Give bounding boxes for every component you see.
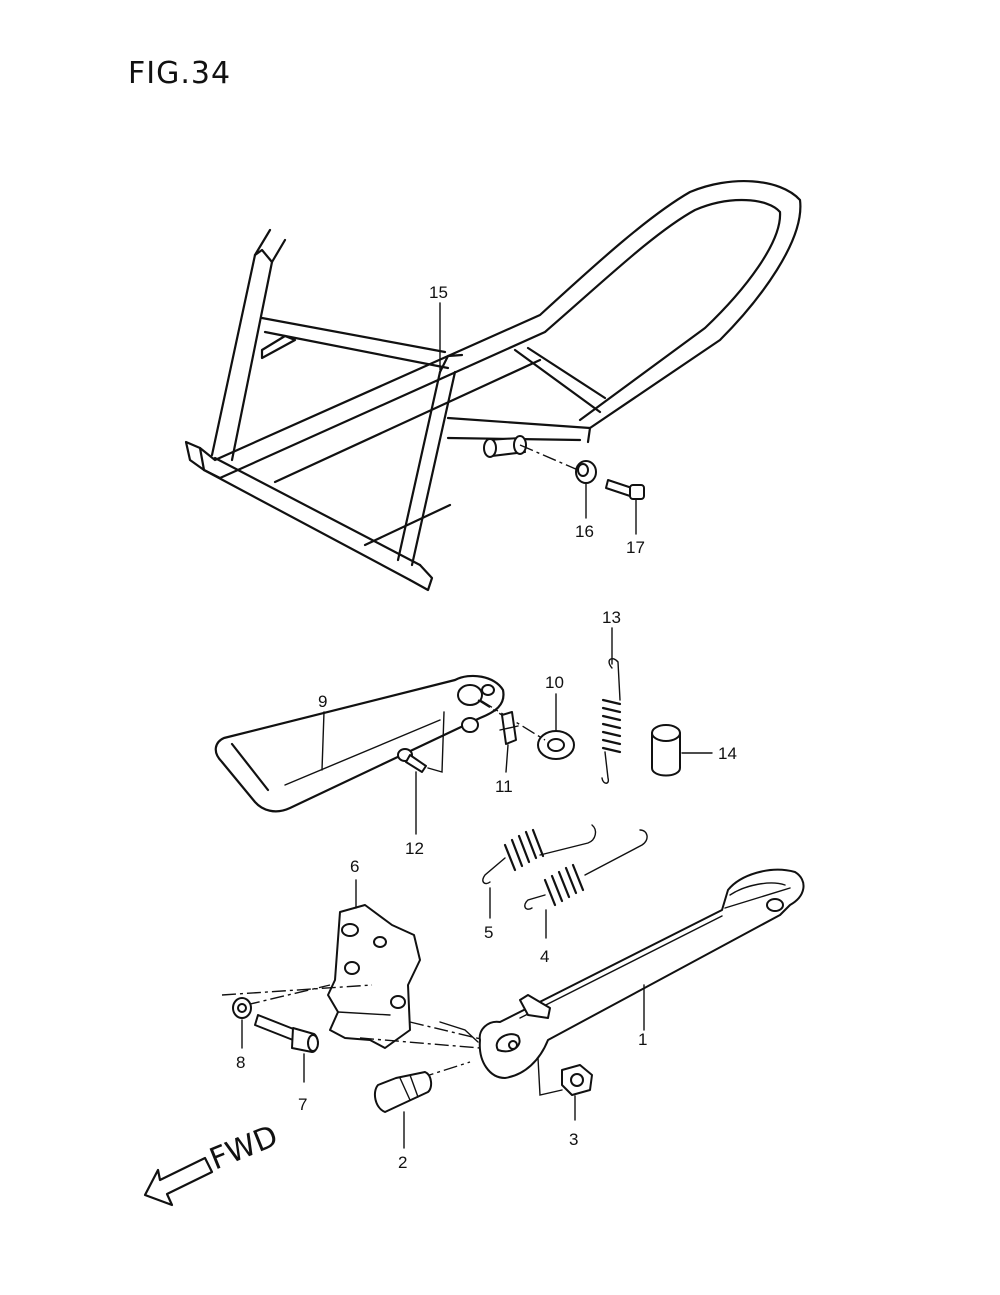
callout-1: 1 [638, 1030, 647, 1049]
callout-9: 9 [318, 692, 327, 711]
stand-arm-9 [214, 674, 505, 813]
callout-6: 6 [350, 857, 359, 876]
callout-5: 5 [484, 923, 493, 942]
callout-15: 15 [429, 283, 448, 302]
callout-12: 12 [405, 839, 424, 858]
bolt-12 [397, 748, 427, 773]
clip-11 [499, 711, 519, 745]
center-stand-frame [184, 179, 802, 592]
spring-13 [601, 658, 622, 784]
callout-10: 10 [545, 673, 564, 692]
washer-8 [232, 997, 252, 1019]
washer-10 [537, 730, 575, 760]
forward-direction-indicator: FWD [143, 1119, 283, 1207]
callout-2: 2 [398, 1153, 407, 1172]
spring-5 [482, 824, 597, 885]
side-stand-1 [478, 868, 805, 1079]
bolt-17 [605, 479, 645, 500]
bracket-6 [327, 904, 421, 1049]
callout-13: 13 [602, 608, 621, 627]
callout-3: 3 [569, 1130, 578, 1149]
callout-7: 7 [298, 1095, 307, 1114]
figure-title: FIG.34 [128, 56, 231, 91]
bolt-7 [254, 1014, 319, 1053]
callout-8: 8 [236, 1053, 245, 1072]
nut-3 [561, 1064, 593, 1096]
callout-14: 14 [718, 744, 737, 763]
forward-label: FWD [205, 1119, 283, 1178]
collar-14 [651, 724, 681, 777]
callout-11: 11 [495, 777, 513, 796]
callout-16: 16 [575, 522, 594, 541]
spring-4 [524, 829, 648, 910]
callout-4: 4 [540, 947, 549, 966]
pivot-bolt-2 [373, 1071, 433, 1113]
callout-17: 17 [626, 538, 645, 557]
bushing-16 [575, 460, 597, 484]
forward-arrow-icon [143, 1156, 214, 1207]
